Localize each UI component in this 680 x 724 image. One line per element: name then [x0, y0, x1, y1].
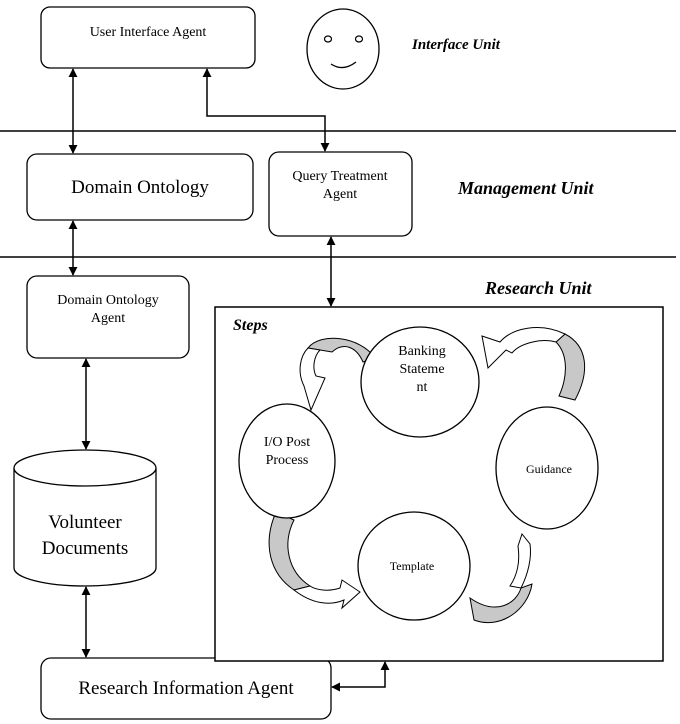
template-label: Template [390, 559, 434, 573]
research-information-agent-box: Research Information Agent [40, 657, 332, 720]
volunteer-documents-label-line1: Volunteer [48, 512, 122, 533]
smiley-face-icon [306, 8, 380, 90]
cycle-arrow-io-to-template [268, 511, 361, 610]
cycle-arrow-guidance-to-banking [481, 327, 586, 401]
io-label-line2: Process [266, 453, 309, 468]
management-unit-label: Management Unit [457, 178, 595, 198]
user-interface-agent-box: User Interface Agent [40, 6, 256, 69]
query-treatment-label-line1: Query Treatment [292, 169, 387, 184]
guidance-label: Guidance [526, 462, 572, 476]
domain-ontology-agent-label-line1: Domain Ontology [57, 293, 159, 308]
query-treatment-label-line2: Agent [323, 187, 357, 202]
io-label-line1: I/O Post [264, 435, 310, 450]
banking-label-line2: Stateme [399, 362, 444, 377]
cycle-arrow-banking-to-io [299, 337, 376, 412]
step-guidance: Guidance [495, 406, 599, 530]
volunteer-documents-database: Volunteer Documents [13, 449, 157, 587]
arrow-research-information-steps [331, 661, 390, 692]
banking-label-line1: Banking [398, 344, 445, 359]
domain-ontology-agent-label-line2: Agent [91, 311, 125, 326]
arrow-user-interface-query-treatment [202, 68, 330, 152]
step-io-post-process: I/O Post Process [238, 403, 336, 519]
research-information-agent-label: Research Information Agent [78, 678, 294, 699]
steps-title: Steps [233, 317, 268, 334]
step-template: Template [357, 511, 471, 621]
domain-ontology-box: Domain Ontology [26, 153, 254, 221]
interface-unit-label: Interface Unit [411, 37, 501, 53]
query-treatment-agent-box: Query Treatment Agent [268, 151, 413, 237]
banking-label-line3: nt [417, 380, 428, 395]
user-interface-agent-label: User Interface Agent [90, 25, 207, 40]
cycle-arrow-template-to-guidance [469, 532, 533, 624]
research-unit-label: Research Unit [484, 278, 593, 298]
step-banking-statement: Banking Stateme nt [360, 326, 480, 438]
domain-ontology-agent-box: Domain Ontology Agent [26, 275, 190, 359]
domain-ontology-label: Domain Ontology [71, 177, 209, 198]
volunteer-documents-label-line2: Documents [42, 538, 129, 559]
